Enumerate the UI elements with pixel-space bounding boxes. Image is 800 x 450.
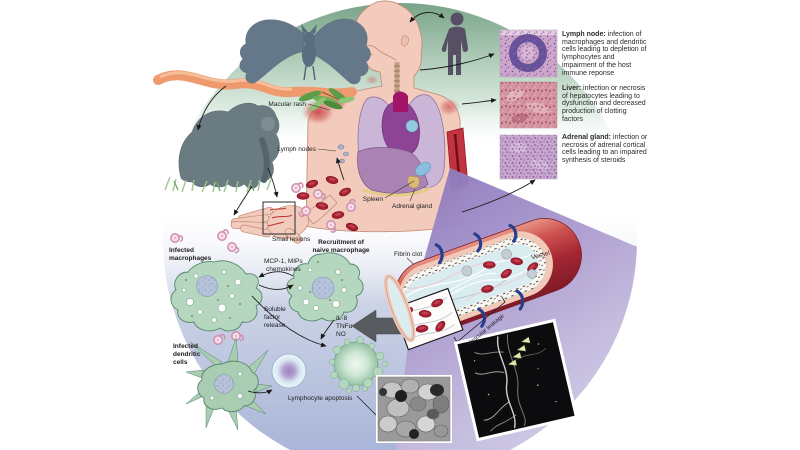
histology-title-lymph-node: Lymph node: [562, 31, 606, 38]
label-macular-rash: Macular rash [268, 101, 306, 108]
histology-text-adrenal: Adrenal gland: infection or necrosis of … [562, 134, 648, 165]
virions-crossing-wall [434, 223, 525, 328]
label-chemokines: MCP-1, MIPs [264, 258, 303, 265]
micrograph-arrowheads [507, 336, 531, 366]
fruit-branch [153, 70, 357, 111]
lesion-marks [267, 207, 293, 227]
leaves [298, 88, 355, 111]
histology-title-adrenal: Adrenal gland: [562, 134, 612, 141]
lymph-node-histology [499, 29, 558, 78]
label-lymph-nodes: Lymph nodes [277, 146, 317, 153]
lymphocyte-cell [271, 353, 307, 389]
label-cytokines-3: NO [336, 331, 346, 338]
liver-histology [499, 81, 558, 129]
label-lymphocyte-apoptosis: Lymphocyte apoptosis [288, 395, 353, 402]
grass [164, 176, 272, 193]
label-adrenal-gland: Adrenal gland [392, 203, 432, 210]
label-vessel: Vessel [530, 250, 551, 262]
electron-micrograph [376, 375, 452, 443]
label-chemokines-2: chemokines [266, 266, 301, 273]
label-soluble-2: factor [264, 314, 281, 321]
blood-vessel-illustration [383, 218, 582, 351]
label-infected-dendritic-2: dendritic [173, 351, 201, 358]
histology-title-liver: Liver: [562, 85, 582, 92]
label-infected-macrophages: Infected [169, 247, 194, 254]
label-fibrin-clot: Fibrin clot [394, 251, 422, 258]
label-spleen: Spleen [363, 196, 384, 203]
flow-arrows [196, 12, 536, 417]
dendritic-cell [185, 337, 273, 431]
bat-illustration [239, 18, 371, 85]
platelets [461, 248, 537, 279]
histology-text-liver: Liver: infection or necrosis of hepatocy… [562, 85, 648, 124]
spleen-organ [415, 162, 431, 176]
label-cytokines-2: TNFα [336, 323, 353, 330]
adrenal-histology [499, 134, 558, 180]
gorilla-illustration [164, 102, 280, 193]
naive-macrophage-cell [286, 252, 364, 322]
infected-macrophage-cell [170, 260, 263, 332]
label-infected-dendritic: Infected [173, 343, 198, 350]
histology-desc-liver: infection or necrosis of hepatocytes lea… [562, 85, 646, 123]
label-small-lesions: Small lesions [272, 236, 311, 243]
vessel-micrograph [453, 318, 579, 442]
label-infected-macrophages-2: macrophages [169, 255, 212, 262]
person-silhouette [441, 12, 468, 75]
label-recruitment-2: naive macrophage [312, 247, 369, 254]
adrenal-organ [407, 175, 420, 189]
label-soluble-3: release [264, 322, 286, 329]
label-infected-dendritic-3: cells [173, 359, 188, 366]
histology-desc-lymph-node: infection of macrophages and dendritic c… [562, 31, 647, 77]
histology-desc-adrenal: infection or necrosis of adrenal cortica… [562, 134, 648, 165]
label-cytokines: IL-8 [336, 315, 348, 322]
vascular-leakage-bracket [453, 296, 506, 343]
human-body-illustration [301, 0, 469, 233]
apoptotic-cell [328, 336, 389, 394]
histology-text-lymph-node: Lymph node: infection of macrophages and… [562, 31, 648, 77]
trachea [394, 62, 400, 96]
label-recruitment: Recruitment of [318, 239, 365, 246]
label-soluble: Soluble [264, 306, 286, 313]
